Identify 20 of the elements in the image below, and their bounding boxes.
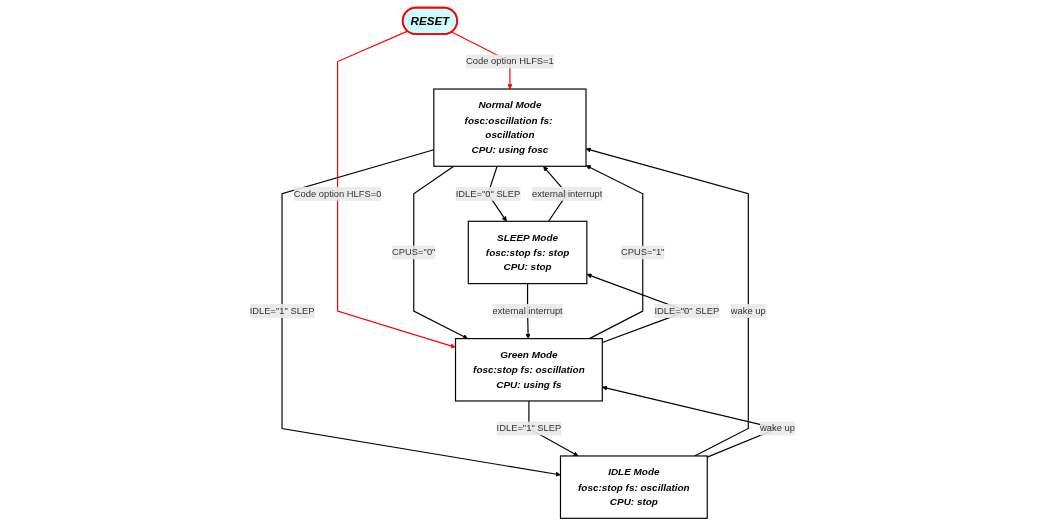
node-box: Green Mode fosc:stop fs: oscillation CPU: using fs: [455, 338, 604, 402]
arrow: [413, 165, 469, 339]
edge-label: Code option HLFS=0: [293, 188, 382, 199]
edge-label: IDLE="1" SLEP: [249, 305, 315, 316]
node-box: SLEEP Mode fosc:stop fs: stop CPU: stop: [467, 220, 588, 285]
node-box: Normal Mode fosc:oscillation fs: oscillation CPU: using fosc: [433, 88, 587, 167]
arrow: [281, 149, 561, 477]
arrow: [337, 30, 456, 349]
edge-label: IDLE="0" SLEP: [654, 305, 720, 316]
edge-label: Code option HLFS=1: [466, 56, 554, 67]
node-box: IDLE Mode fosc:stop fs: oscillation CPU: stop: [560, 455, 709, 519]
arrow: [586, 165, 644, 340]
edge-label: IDLE="1" SLEP: [496, 423, 562, 434]
edge-label: CPUS="0": [392, 247, 436, 258]
edge-label: wake up: [760, 423, 796, 434]
edge-label: external interrupt: [532, 188, 603, 199]
edge-label: wake up: [731, 305, 766, 316]
edge-label: CPUS="1": [621, 247, 665, 258]
edge-label: IDLE="0" SLEP: [455, 188, 521, 199]
edge-label: external interrupt: [492, 305, 563, 316]
